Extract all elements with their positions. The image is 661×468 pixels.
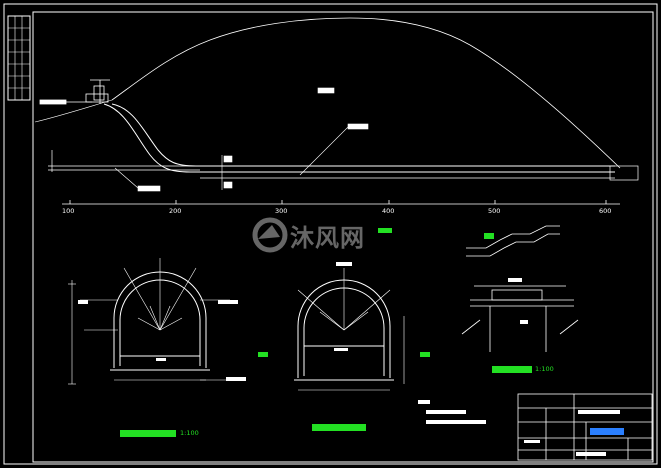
axis-tick-300: 300 [275, 207, 288, 215]
inner-frame [32, 11, 654, 463]
portal-structure [39, 79, 110, 105]
profile-tags [114, 87, 369, 192]
outer-frame [3, 3, 658, 465]
axis-tick-200: 200 [169, 207, 182, 215]
revision-strip [7, 15, 31, 101]
title-block-blue-marker [590, 428, 624, 435]
axis-tick-500: 500 [488, 207, 501, 215]
marker-green-right [420, 352, 430, 357]
left-bolt-fan [68, 258, 236, 385]
exhaust-detail-label-bar [492, 366, 532, 373]
left-section-scale: 1:100 [180, 429, 199, 437]
middle-section-tags [334, 262, 352, 351]
exhaust-detail [461, 225, 579, 352]
left-section-label-bar [120, 430, 176, 437]
marker-green-mid [378, 228, 392, 233]
title-block [517, 393, 653, 461]
upper-detail-label-bar [484, 233, 494, 239]
notes-block [418, 400, 486, 424]
axis-tick-400: 400 [382, 207, 395, 215]
axis-tick-100: 100 [62, 207, 75, 215]
mountain-profile [111, 17, 621, 169]
middle-bolt-fan [297, 268, 405, 391]
revision-strip-rows [8, 16, 30, 100]
left-section-tags [78, 300, 246, 381]
exhaust-detail-tags [508, 278, 528, 324]
axis-tick-600: 600 [599, 207, 612, 215]
middle-section-label-bar [312, 424, 366, 431]
watermark-logo-icon [252, 217, 288, 253]
marker-green-left [258, 352, 268, 357]
watermark: 沐风网 [250, 215, 420, 255]
exhaust-detail-scale: 1:100 [535, 365, 554, 373]
tunnel-baseline [48, 150, 639, 181]
station-axis [62, 200, 620, 205]
watermark-text: 沐风网 [290, 223, 365, 252]
inclined-shaft [103, 103, 615, 173]
